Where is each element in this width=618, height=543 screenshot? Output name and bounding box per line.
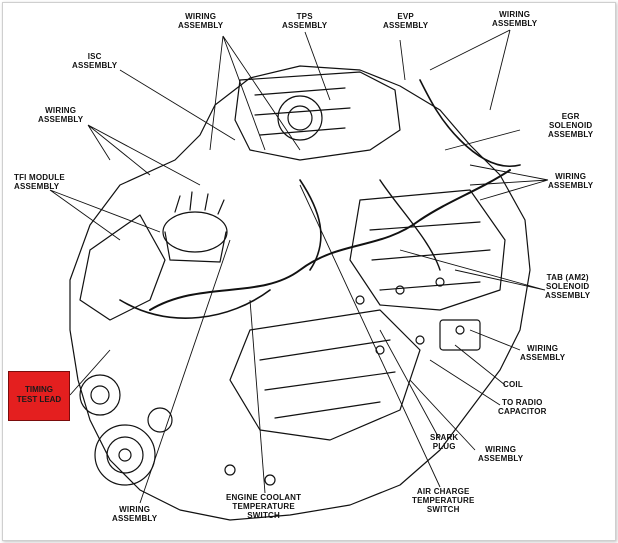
engine-block-outline — [69, 65, 531, 521]
label-egr-solenoid-assembly: EGR SOLENOID ASSEMBLY — [548, 112, 594, 139]
label-wiring-assembly-bottom-right: WIRING ASSEMBLY — [478, 445, 524, 463]
label-wiring-assembly-right-lower: WIRING ASSEMBLY — [520, 344, 566, 362]
crank-pulley — [94, 424, 156, 486]
label-tab-am2-solenoid-assembly: TAB (AM2) SOLENOID ASSEMBLY — [545, 273, 591, 300]
label-timing-test-lead: TIMING TEST LEAD — [16, 385, 62, 404]
valve-cover-right — [349, 189, 506, 311]
label-evp-assembly: EVP ASSEMBLY — [383, 12, 429, 30]
label-to-radio-capacitor: TO RADIO CAPACITOR — [498, 398, 547, 416]
label-tps-assembly: TPS ASSEMBLY — [282, 12, 328, 30]
water-pump-pulley — [79, 374, 121, 416]
label-wiring-assembly-top: WIRING ASSEMBLY — [178, 12, 224, 30]
wiring-harness — [149, 169, 511, 311]
label-wiring-assembly-top-right: WIRING ASSEMBLY — [492, 10, 538, 28]
throttle-body — [277, 95, 323, 141]
label-engine-coolant-temperature-switch: ENGINE COOLANT TEMPERATURE SWITCH — [226, 493, 302, 520]
intake-plenum — [234, 71, 401, 161]
label-tfi-module-assembly: TFI MODULE ASSEMBLY — [14, 173, 65, 191]
label-coil: COIL — [503, 380, 523, 389]
label-wiring-assembly-left: WIRING ASSEMBLY — [38, 106, 84, 124]
label-wiring-assembly-right: WIRING ASSEMBLY — [548, 172, 594, 190]
ignition-coil — [439, 319, 481, 351]
distributor-cap — [162, 211, 228, 253]
label-isc-assembly: ISC ASSEMBLY — [72, 52, 118, 70]
label-spark-plug: SPARK PLUG — [430, 433, 459, 451]
leader-lines — [49, 29, 549, 504]
label-wiring-assembly-bottom-left: WIRING ASSEMBLY — [112, 505, 158, 523]
timing-test-lead-callout: TIMING TEST LEAD — [8, 371, 70, 421]
label-air-charge-temperature-switch: AIR CHARGE TEMPERATURE SWITCH — [412, 487, 475, 514]
valve-cover-left — [79, 214, 166, 321]
